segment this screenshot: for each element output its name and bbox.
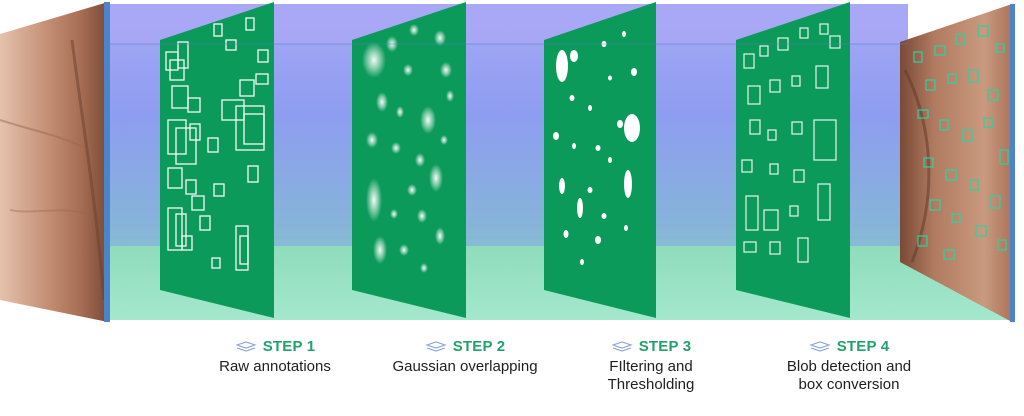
ceiling — [108, 4, 908, 44]
right-skin-panel — [900, 4, 1015, 322]
layers-icon — [424, 340, 447, 352]
panel-raw-annotations — [160, 2, 274, 318]
layers-icon — [808, 340, 831, 352]
step-3-description: FIltering and Thresholding — [607, 358, 695, 393]
step-3-header: STEP 3 — [556, 338, 746, 355]
step-2-description: Gaussian overlapping — [392, 358, 538, 375]
step-2-header: STEP 2 — [370, 338, 560, 355]
layers-icon — [234, 340, 257, 352]
panel-gaussian-overlapping — [352, 2, 466, 318]
left-skin-panel — [0, 2, 110, 322]
step-4-header: STEP 4 — [754, 338, 944, 355]
step-1-header: STEP 1 — [180, 338, 370, 355]
step-4-description: Blob detection and box conversion — [786, 358, 912, 393]
step-1-label: STEP 1 — [262, 338, 316, 355]
step-4-caption: STEP 4 Blob detection and box conversion — [754, 338, 944, 394]
panel-blob-detection — [736, 2, 850, 318]
step-3-label: STEP 3 — [638, 338, 692, 355]
step-1-caption: STEP 1 Raw annotations — [180, 338, 370, 376]
step-2-label: STEP 2 — [452, 338, 506, 355]
panel-filtering-thresholding — [544, 2, 656, 318]
layers-icon — [610, 340, 633, 352]
step-4-label: STEP 4 — [836, 338, 890, 355]
step-2-caption: STEP 2 Gaussian overlapping — [370, 338, 560, 376]
step-1-description: Raw annotations — [219, 358, 331, 375]
step-3-caption: STEP 3 FIltering and Thresholding — [556, 338, 746, 394]
